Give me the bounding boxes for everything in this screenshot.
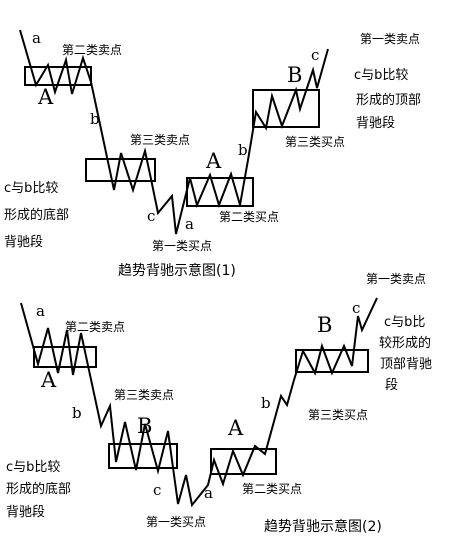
d1-letter-a-low: a [185,215,194,233]
d1-letter-b-right: b [238,141,248,159]
d2-top-divergence-line-4: 段 [385,378,398,393]
d1-top-divergence-line-1: c与b比较 [354,68,408,83]
d2-price-path [20,297,378,508]
d2-top-divergence-line-2: 较形成的 [379,335,431,351]
d1-letter-A-mid: A [205,149,222,173]
d1-letter-b-mid: b [90,110,100,128]
d2-letter-A-mid: A [227,416,244,440]
d1-bottom-divergence-line-1: c与b比较 [4,181,58,196]
d2-second-sell-point-label: 第二类卖点 [65,320,125,334]
d1-letter-a-top: a [32,29,41,47]
d1-letter-c-top: c [311,46,319,64]
d2-first-buy-point-label: 第一类买点 [146,515,206,529]
d1-third-sell-point-label: 第三类卖点 [130,133,190,147]
d2-second-buy-point-label: 第二类买点 [242,482,302,496]
d1-letter-A-left: A [37,85,54,109]
d1-pivot-box-top-right [252,89,320,128]
d2-letter-b-right: b [261,394,271,412]
d2-top-divergence-line-3: 顶部背驰 [380,357,432,372]
d2-letter-B-right: B [317,313,332,337]
d1-top-divergence-line-3: 背驰段 [356,116,395,131]
d2-letter-c-low: c [153,481,161,499]
d2-caption: 趋势背驰示意图(2) [264,518,382,535]
d1-bottom-divergence-line-2: 形成的底部 [4,207,69,223]
d1-first-buy-point-label: 第一类买点 [152,239,212,253]
d1-letter-c-low: c [147,207,155,225]
d2-letter-A-left: A [40,368,57,392]
d1-price-path [19,29,329,235]
d2-letter-c-top: c [352,299,360,317]
d2-third-sell-point-label: 第三类卖点 [114,388,174,402]
d1-pivot-box-middle-left [85,158,156,182]
d1-second-sell-point-label: 第二类卖点 [62,43,122,57]
d1-top-divergence-line-2: 形成的顶部 [356,92,421,108]
d2-pivot-box-top-right [295,349,369,373]
d1-caption: 趋势背驰示意图(1) [118,262,236,279]
d2-third-buy-point-label: 第三类买点 [308,408,368,422]
d2-letter-a-top: a [36,302,45,320]
d2-top-divergence-line-1: c与b比 [384,315,425,330]
d1-letter-B: B [287,63,302,87]
diagram-2: A a b B c a A b B c 第二类卖点 第三类卖点 第一类买点 第二… [6,272,432,535]
d2-bottom-divergence-line-2: 形成的底部 [6,481,71,497]
d2-letter-a-low: a [204,484,213,502]
d2-bottom-divergence-line-1: c与b比较 [6,460,60,475]
d2-pivot-box-middle-left [108,443,178,469]
d1-bottom-divergence-line-3: 背驰段 [4,235,43,250]
d2-bottom-divergence-line-3: 背驰段 [6,505,45,520]
diagram-1: A a b c a A b B c 第二类卖点 第三类卖点 第一类买点 第二类买… [4,29,421,279]
d2-pivot-box-top-left [33,346,97,368]
d2-letter-B-left: B [137,414,152,438]
d1-third-buy-point-label: 第三类买点 [285,135,345,149]
d2-first-sell-point-label: 第一类卖点 [366,272,426,286]
d1-second-buy-point-label: 第二类买点 [219,210,279,224]
d2-letter-b-left: b [72,404,82,422]
d1-first-sell-point-label: 第一类卖点 [360,32,420,46]
